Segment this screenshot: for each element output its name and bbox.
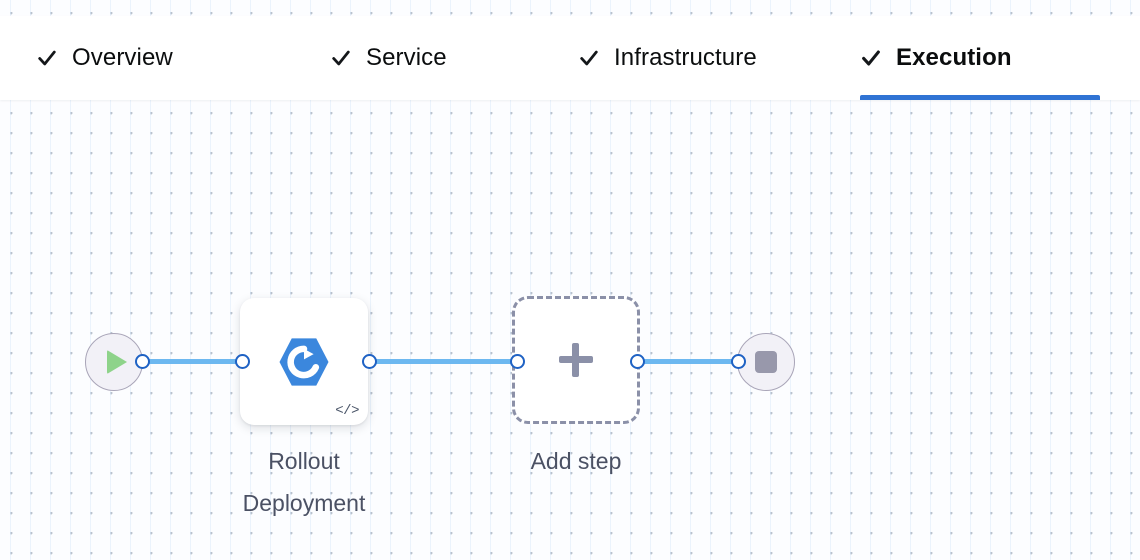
tab-service[interactable]: Service	[330, 16, 495, 100]
play-icon	[107, 350, 127, 374]
plus-icon	[559, 343, 593, 377]
tab-infrastructure[interactable]: Infrastructure	[578, 16, 818, 100]
tab-active-underline	[860, 95, 1100, 100]
tab-label: Service	[366, 44, 447, 71]
edge-start-to-rollout[interactable]	[142, 359, 242, 364]
port-end-in[interactable]	[731, 354, 746, 369]
check-icon	[860, 47, 882, 69]
start-node[interactable]	[85, 333, 143, 391]
tab-execution[interactable]: Execution	[860, 16, 1100, 100]
add-step-label: Add step	[530, 448, 622, 474]
tab-overview[interactable]: Overview	[36, 16, 248, 100]
code-icon[interactable]: </>	[335, 403, 359, 419]
check-icon	[330, 47, 352, 69]
tab-list: Overview Service Infrastructur	[0, 16, 1140, 100]
port-rollout-in[interactable]	[235, 354, 250, 369]
check-icon	[578, 47, 600, 69]
check-icon	[36, 47, 58, 69]
port-addstep-in[interactable]	[510, 354, 525, 369]
pipeline-stage-tabbar: Overview Service Infrastructur	[0, 16, 1140, 100]
port-addstep-out[interactable]	[630, 354, 645, 369]
tab-label: Execution	[896, 44, 1012, 71]
edge-rollout-to-addstep[interactable]	[369, 359, 517, 364]
tab-label: Infrastructure	[614, 44, 757, 71]
add-step-node[interactable]	[512, 296, 640, 424]
stop-icon	[755, 351, 777, 373]
edge-addstep-to-end[interactable]	[637, 359, 738, 364]
tab-label: Overview	[72, 44, 173, 71]
rollout-deployment-label: Rollout Deployment	[242, 448, 366, 516]
rollout-deployment-step[interactable]: </>	[240, 298, 368, 425]
port-rollout-out[interactable]	[362, 354, 377, 369]
rollout-deployment-icon	[276, 334, 332, 390]
port-start-out[interactable]	[135, 354, 150, 369]
